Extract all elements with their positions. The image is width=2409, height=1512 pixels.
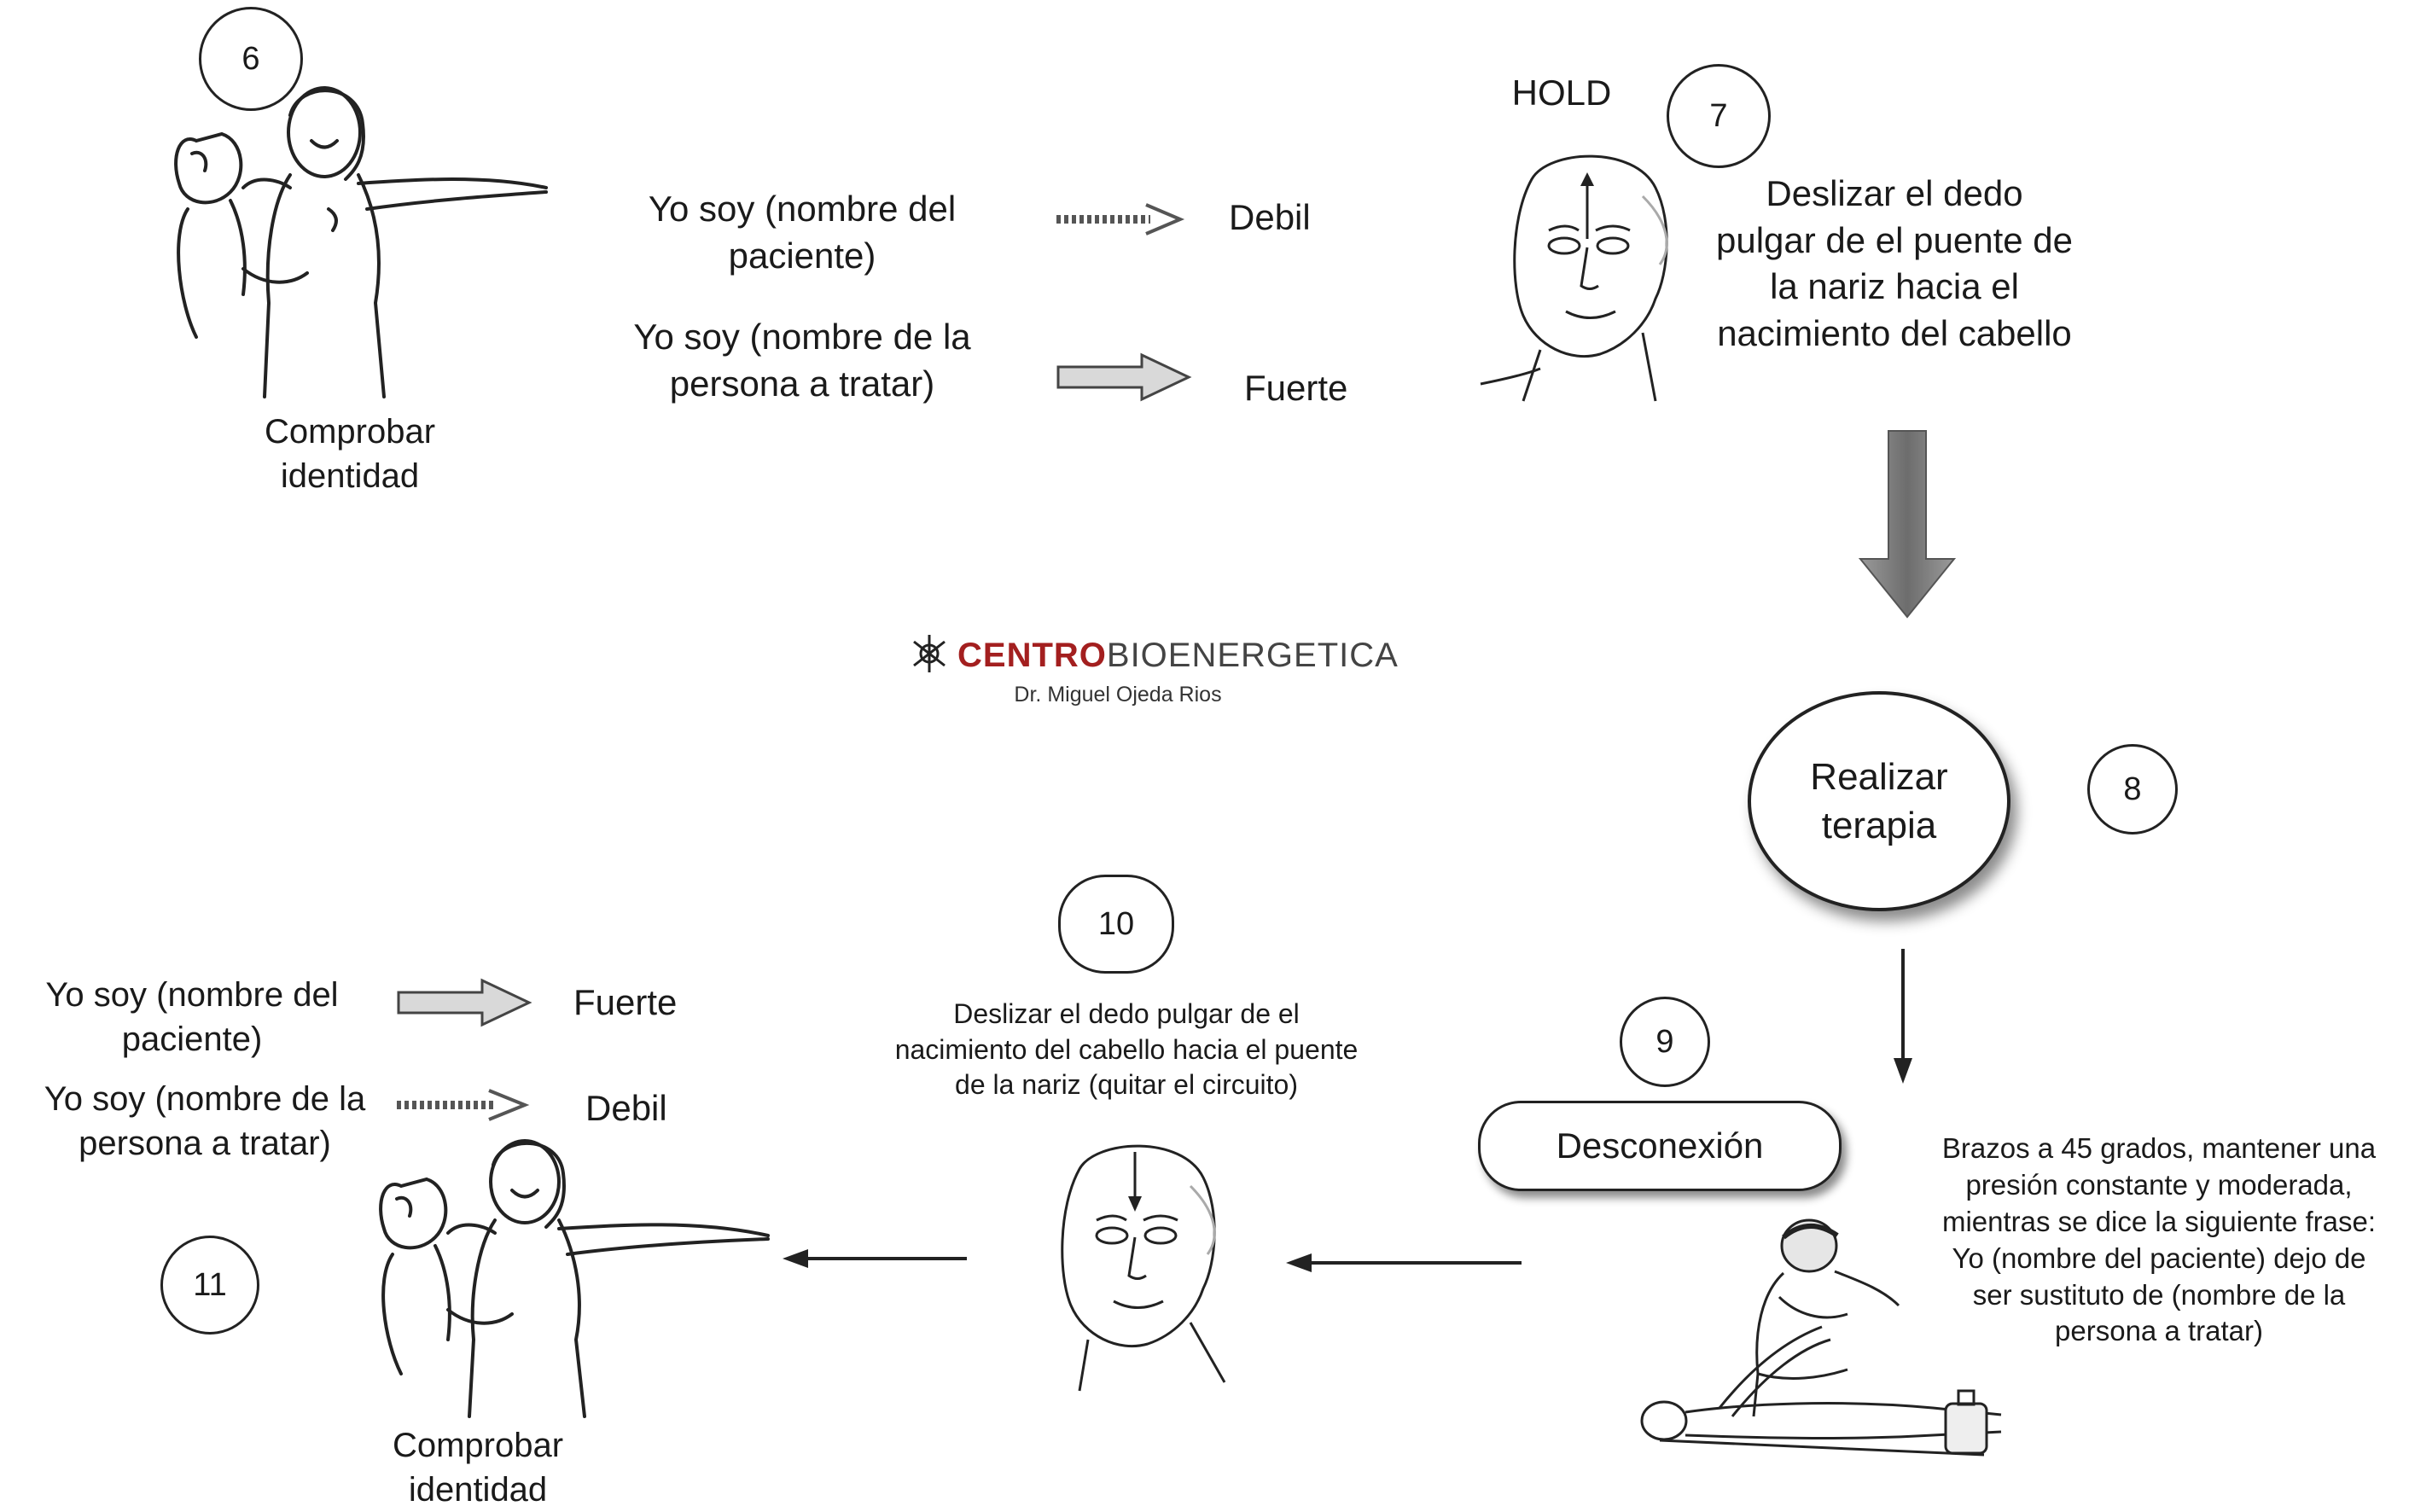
step-7-number: 7 [1667, 64, 1771, 168]
desc-line: nacimiento del cabello hacia el puente [894, 1033, 1359, 1065]
caption-line: Comprobar [392, 1427, 564, 1464]
row-text-line: Yo soy (nombre de la [633, 317, 971, 357]
step-6-row-1-result: Debil [1229, 197, 1311, 237]
ellipse-label-line: terapia [1821, 805, 1937, 846]
left-arrow-icon-1 [1286, 1253, 1522, 1272]
row-text-line: Yo soy (nombre del [648, 189, 957, 229]
weak-arrow-icon [1056, 203, 1185, 236]
step-6-row-2-text: Yo soy (nombre de la persona a tratar) [580, 314, 1024, 407]
brand-name-rest: BIOENERGETICA [1106, 637, 1399, 674]
ellipse-label-line: Realizar [1810, 755, 1948, 798]
hold-label: HOLD [1511, 73, 1612, 113]
caption-line: Comprobar [264, 413, 436, 451]
step-6-number: 6 [199, 7, 303, 111]
brand-name-bold: CENTRO [957, 637, 1107, 674]
brand-subtitle: Dr. Miguel Ojeda Rios [1014, 683, 1222, 707]
step-7-description: Deslizar el dedo pulgar de el puente de … [1690, 171, 2099, 357]
desc-line: de la nariz (quitar el circuito) [955, 1069, 1298, 1101]
thin-down-arrow-icon [1894, 949, 1912, 1084]
step-11-caption: Comprobar identidad [341, 1423, 614, 1512]
desc-line: nacimiento del cabello [1717, 312, 2072, 353]
step-6-row-1-text: Yo soy (nombre del paciente) [597, 186, 1007, 279]
step-11-row-1-result: Fuerte [573, 982, 678, 1022]
caption-line: identidad [408, 1471, 548, 1509]
muscle-test-illustration-top [174, 86, 548, 398]
step-8-ellipse: Realizar terapia [1748, 691, 2010, 911]
weak-arrow-icon [397, 1089, 530, 1121]
brand-logo-icon [913, 635, 946, 672]
step-9-description: Brazos a 45 grados, mantener una presión… [1911, 1131, 2406, 1350]
row-text-line: persona a tratar) [669, 363, 935, 404]
step-6-caption: Comprobar identidad [213, 410, 486, 498]
therapy-illustration [1640, 1218, 2002, 1457]
step-11-row-2-result: Debil [585, 1088, 667, 1128]
row-text-line: paciente) [728, 235, 876, 276]
step-10-description: Deslizar el dedo pulgar de el nacimiento… [845, 997, 1408, 1103]
desc-line: Deslizar el dedo [1766, 173, 2023, 213]
step-11-number: 11 [160, 1236, 259, 1335]
head-illustration-down [1061, 1144, 1226, 1392]
step-9-pill: Desconexión [1478, 1101, 1842, 1191]
desc-line: Yo (nombre del paciente) dejo de [1952, 1242, 2366, 1274]
strong-arrow-icon [1056, 352, 1192, 402]
desc-line: ser sustituto de (nombre de la [1972, 1278, 2346, 1311]
step-8-number: 8 [2087, 744, 2178, 835]
desc-line: mientras se dice la siguiente frase: [1941, 1205, 2377, 1237]
brand-name: CENTROBIOENERGETICA [957, 637, 1399, 675]
left-arrow-icon-2 [783, 1249, 967, 1268]
desc-line: pulgar de el puente de [1715, 219, 2073, 260]
step-10-number: 10 [1058, 875, 1174, 974]
big-down-arrow-icon [1858, 430, 1957, 619]
row-text-line: persona a tratar) [79, 1125, 331, 1162]
caption-line: identidad [280, 457, 420, 495]
row-text-line: Yo soy (nombre de la [44, 1080, 366, 1118]
step-6-row-2-result: Fuerte [1244, 368, 1348, 408]
head-illustration-up [1480, 154, 1668, 402]
desc-line: la nariz hacia el [1770, 266, 2019, 307]
desc-line: presión constante y moderada, [1965, 1168, 2353, 1201]
desc-line: Deslizar el dedo pulgar de el [953, 998, 1300, 1029]
step-11-row-1-text: Yo soy (nombre del paciente) [9, 973, 375, 1061]
muscle-test-illustration-bottom [379, 1139, 770, 1418]
desc-line: persona a tratar) [2055, 1315, 2263, 1347]
step-9-number: 9 [1620, 997, 1710, 1087]
step-11-row-2-text: Yo soy (nombre de la persona a tratar) [9, 1077, 401, 1166]
row-text-line: Yo soy (nombre del [45, 976, 339, 1014]
desc-line: Brazos a 45 grados, mantener una [1941, 1132, 2377, 1164]
strong-arrow-icon [397, 978, 532, 1027]
row-text-line: paciente) [121, 1021, 263, 1058]
